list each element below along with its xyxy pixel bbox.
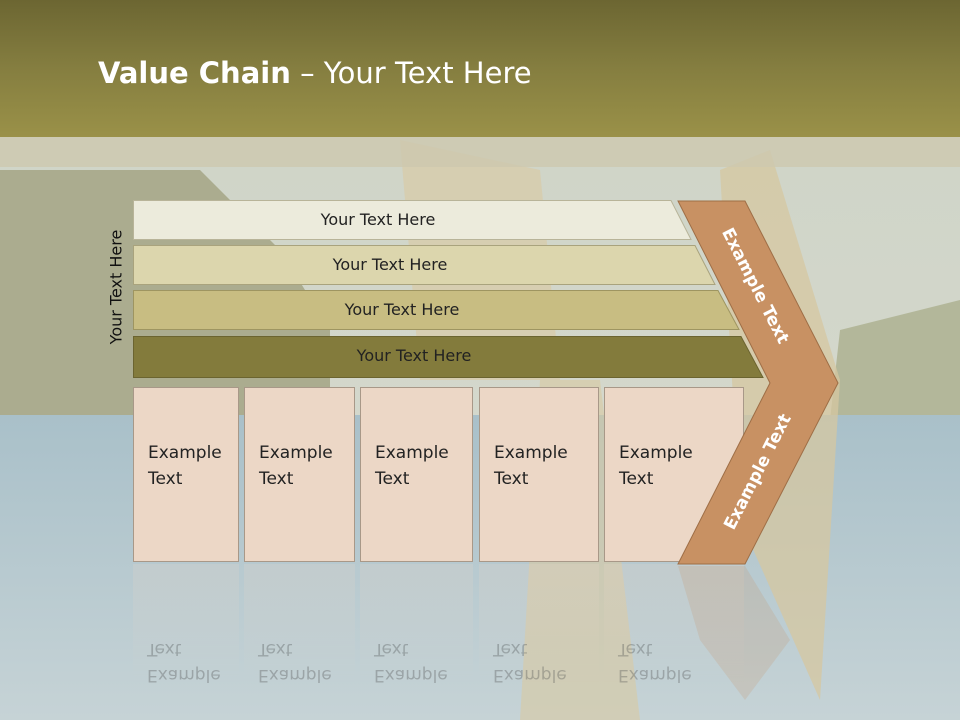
box-1-reflection: Example Text <box>133 564 239 685</box>
box-1-text: Example Text <box>148 443 222 489</box>
row-3-shape <box>133 290 740 330</box>
primary-box-3: Example Text <box>360 387 473 562</box>
title-band <box>0 0 960 137</box>
title-rest: – Your Text Here <box>290 56 532 90</box>
support-row-4: Your Text Here <box>133 336 765 378</box>
primary-box-1: Example Text <box>133 387 239 562</box>
box-3-reflection: Example Text <box>360 564 473 685</box>
row-2-shape <box>133 245 716 285</box>
box-4-reflection: Example Text <box>479 564 599 685</box>
box-5-reflection: Example Text <box>604 564 744 685</box>
row-1-shape <box>133 200 692 240</box>
row-1-label: Your Text Here <box>320 209 436 229</box>
box-5-text: Example Text <box>619 443 693 489</box>
primary-box-4: Example Text <box>479 387 599 562</box>
box-2-reflection: Example Text <box>244 564 355 685</box>
slide-title: Value Chain – Your Text Here <box>98 56 532 90</box>
box-2-text: Example Text <box>259 443 333 489</box>
support-row-3: Your Text Here <box>133 290 741 330</box>
support-row-1: Your Text Here <box>133 200 693 240</box>
title-bold: Value Chain <box>98 56 291 90</box>
row-2-label: Your Text Here <box>332 254 448 274</box>
box-3-text: Example Text <box>375 443 449 489</box>
title-subband <box>0 137 960 167</box>
row-4-shape <box>133 336 764 378</box>
box-4-text: Example Text <box>494 443 568 489</box>
row-4-label: Your Text Here <box>356 345 472 365</box>
row-3-label: Your Text Here <box>344 299 460 319</box>
primary-box-2: Example Text <box>244 387 355 562</box>
support-row-2: Your Text Here <box>133 245 717 285</box>
